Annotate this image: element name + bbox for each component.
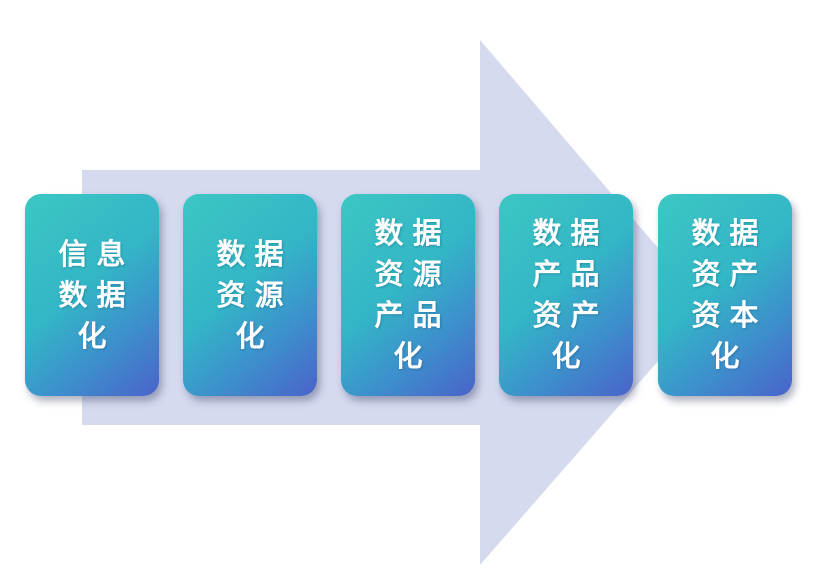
step-3-line-2: 资源 bbox=[374, 257, 451, 291]
step-4-line-3: 资产 bbox=[532, 298, 609, 332]
step-2-line-3: 化 bbox=[235, 318, 274, 353]
step-3-line-1: 数据 bbox=[374, 216, 451, 250]
step-card-2: 数据 资源 化 bbox=[183, 194, 317, 396]
step-4-line-4: 化 bbox=[551, 339, 590, 373]
step-2-line-2: 资源 bbox=[216, 277, 293, 312]
step-card-4: 数据 产品 资产 化 bbox=[499, 194, 633, 396]
step-5-line-3: 资本 bbox=[691, 298, 768, 332]
step-2-line-1: 数据 bbox=[216, 236, 293, 271]
step-5-line-1: 数据 bbox=[691, 216, 768, 250]
step-card-1: 信息 数据 化 bbox=[25, 194, 159, 396]
step-1-line-1: 信息 bbox=[58, 236, 135, 271]
step-1-line-3: 化 bbox=[77, 318, 116, 353]
step-card-3: 数据 资源 产品 化 bbox=[341, 194, 475, 396]
step-3-line-4: 化 bbox=[393, 339, 432, 373]
step-3-line-3: 产品 bbox=[374, 298, 451, 332]
step-4-line-2: 产品 bbox=[532, 257, 609, 291]
step-5-line-2: 资产 bbox=[691, 257, 768, 291]
step-4-line-1: 数据 bbox=[532, 216, 609, 250]
step-1-line-2: 数据 bbox=[58, 277, 135, 312]
step-card-5: 数据 资产 资本 化 bbox=[658, 194, 792, 396]
step-5-line-4: 化 bbox=[710, 339, 749, 373]
